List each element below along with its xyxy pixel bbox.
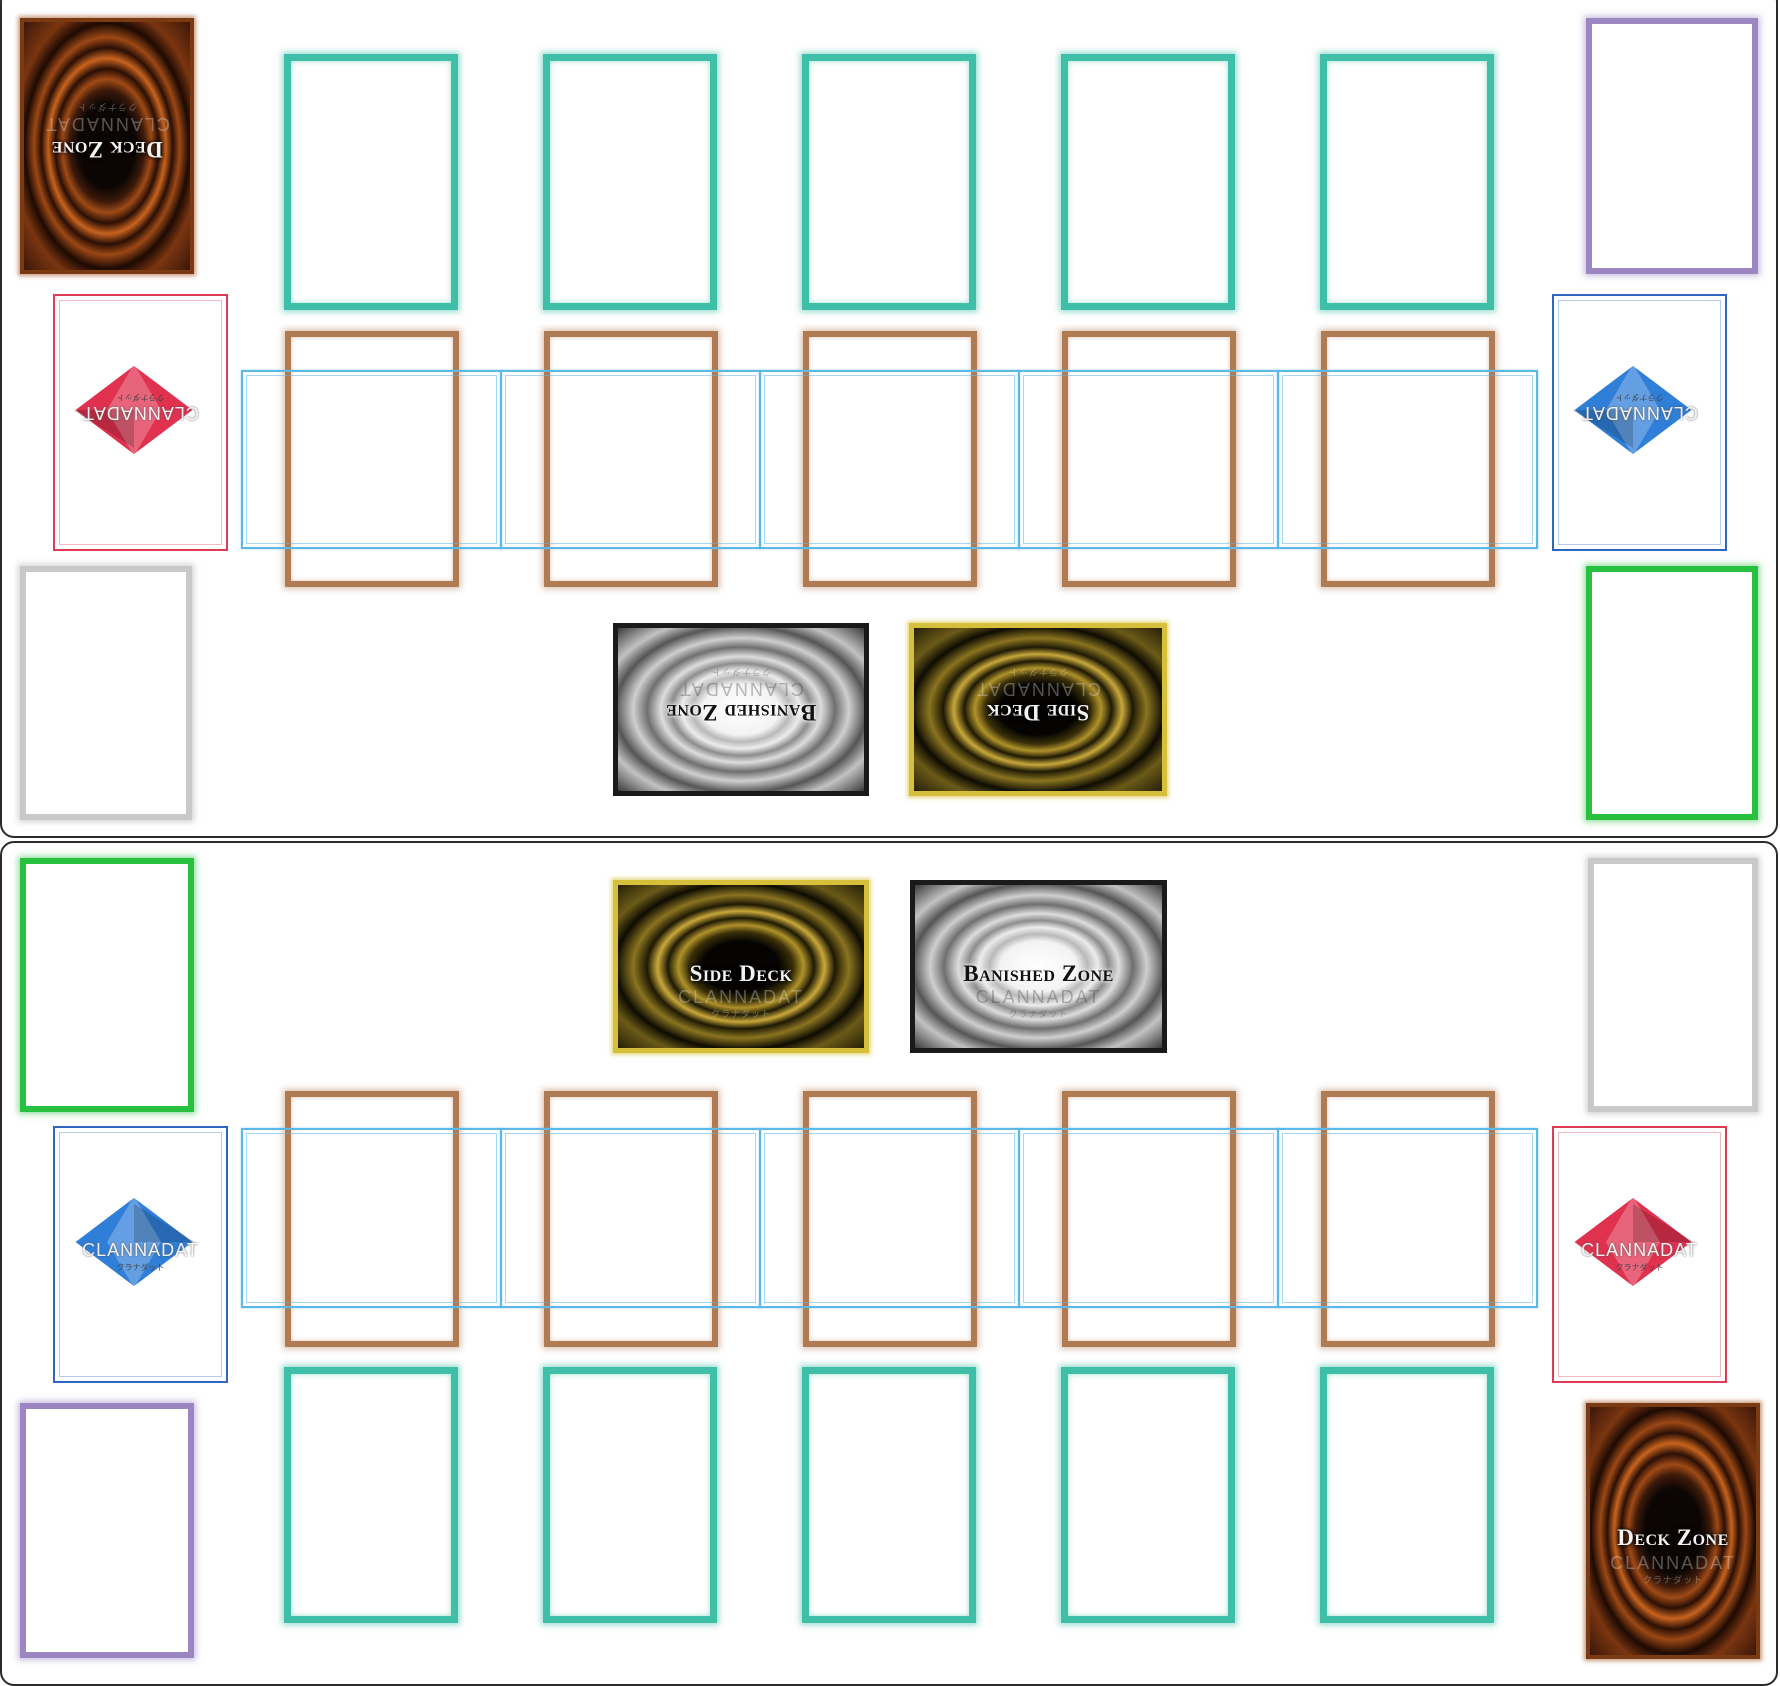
top-main-zone-4[interactable]: [1062, 331, 1236, 587]
top-field-zone[interactable]: [1586, 566, 1758, 820]
blue-gem-icon: [1570, 362, 1696, 458]
top-horizontal-zone-2[interactable]: [500, 370, 761, 549]
bottom-horizontal-zone-4[interactable]: [1018, 1128, 1279, 1308]
bottom-back-row-zone-1[interactable]: [284, 1367, 458, 1623]
top-main-zone-5[interactable]: [1321, 331, 1495, 587]
top-banished-zone-brand: CLANNADAT: [678, 679, 804, 699]
top-extra-deck-zone[interactable]: [1586, 18, 1758, 274]
bottom-deck-zone-brand: CLANNADAT: [1610, 1553, 1736, 1573]
top-main-zone-2[interactable]: [544, 331, 718, 587]
bottom-deck-zone[interactable]: Deck Zone CLANNADAT クラナダット: [1586, 1403, 1760, 1659]
top-horizontal-zone-3[interactable]: [759, 370, 1020, 549]
red-gem-icon: [71, 362, 197, 458]
bottom-horizontal-zone-3[interactable]: [759, 1128, 1020, 1308]
top-main-zone-3[interactable]: [803, 331, 977, 587]
bottom-horizontal-zone-2[interactable]: [500, 1128, 761, 1308]
bottom-pendulum-zone-right[interactable]: CLANNADAT クラナダット: [1552, 1126, 1727, 1383]
bottom-pendulum-right-brand-sub: クラナダット: [1615, 1263, 1664, 1272]
bottom-banished-zone-brand-sub: クラナダット: [1008, 1010, 1069, 1020]
top-pendulum-zone-right[interactable]: CLANNADAT クラナダット: [1552, 294, 1727, 551]
bottom-back-row-zone-5[interactable]: [1320, 1367, 1494, 1623]
top-back-row-zone-1[interactable]: [284, 54, 458, 310]
bottom-banished-zone[interactable]: Banished Zone CLANNADAT クラナダット: [910, 880, 1167, 1053]
top-banished-zone-brand-sub: クラナダット: [711, 666, 772, 676]
top-pendulum-left-brand: CLANNADAT: [82, 403, 199, 423]
bottom-horizontal-zone-5[interactable]: [1277, 1128, 1538, 1308]
top-main-zone-1[interactable]: [285, 331, 459, 587]
bottom-back-row-zone-4[interactable]: [1061, 1367, 1235, 1623]
top-deck-zone-brand-sub: クラナダット: [77, 101, 138, 111]
top-banished-zone-label: Banished Zone: [665, 700, 817, 725]
bottom-side-deck-zone[interactable]: Side Deck CLANNADAT クラナダット: [613, 880, 869, 1053]
bottom-side-deck-brand: CLANNADAT: [678, 987, 804, 1007]
top-deck-zone-label: Deck Zone: [51, 137, 163, 162]
bottom-deck-zone-brand-sub: クラナダット: [1642, 1576, 1703, 1586]
bottom-horizontal-zone-1[interactable]: [241, 1128, 502, 1308]
top-side-deck-brand-sub: クラナダット: [1008, 666, 1069, 676]
bottom-graveyard-zone[interactable]: [1588, 858, 1758, 1112]
bottom-extra-deck-zone[interactable]: [20, 1403, 194, 1658]
top-deck-zone-brand: CLANNADAT: [44, 114, 170, 134]
bottom-banished-zone-label: Banished Zone: [963, 961, 1114, 986]
top-back-row-zone-4[interactable]: [1061, 54, 1235, 310]
top-horizontal-zone-1[interactable]: [241, 370, 502, 549]
top-horizontal-zone-4[interactable]: [1018, 370, 1279, 549]
bottom-pendulum-zone-left[interactable]: CLANNADAT クラナダット: [53, 1126, 228, 1383]
top-pendulum-left-brand-sub: クラナダット: [116, 393, 165, 402]
bottom-pendulum-right-brand: CLANNADAT: [1581, 1240, 1698, 1260]
top-pendulum-right-brand: CLANNADAT: [1581, 403, 1698, 423]
top-pendulum-zone-left[interactable]: CLANNADAT クラナダット: [53, 294, 228, 551]
bottom-side-deck-label: Side Deck: [689, 961, 793, 986]
top-back-row-zone-3[interactable]: [802, 54, 976, 310]
bottom-field-zone[interactable]: [20, 858, 194, 1112]
bottom-banished-zone-brand: CLANNADAT: [975, 987, 1102, 1007]
red-gem-icon: [1570, 1194, 1696, 1290]
bottom-back-row-zone-2[interactable]: [543, 1367, 717, 1623]
top-side-deck-brand: CLANNADAT: [975, 679, 1101, 699]
bottom-deck-zone-label: Deck Zone: [1617, 1525, 1729, 1550]
top-side-deck-zone[interactable]: Side Deck CLANNADAT クラナダット: [909, 623, 1167, 796]
top-horizontal-zone-5[interactable]: [1277, 370, 1538, 549]
top-graveyard-zone[interactable]: [20, 566, 192, 820]
top-pendulum-right-brand-sub: クラナダット: [1615, 393, 1664, 402]
blue-gem-icon: [71, 1194, 197, 1290]
top-deck-zone[interactable]: Deck Zone CLANNADAT クラナダット: [20, 18, 194, 274]
top-back-row-zone-2[interactable]: [543, 54, 717, 310]
bottom-side-deck-brand-sub: クラナダット: [710, 1010, 771, 1020]
top-side-deck-label: Side Deck: [986, 700, 1090, 725]
bottom-pendulum-left-brand-sub: クラナダット: [116, 1263, 165, 1272]
top-banished-zone[interactable]: Banished Zone CLANNADAT クラナダット: [613, 623, 869, 796]
bottom-pendulum-left-brand: CLANNADAT: [82, 1240, 199, 1260]
bottom-back-row-zone-3[interactable]: [802, 1367, 976, 1623]
top-back-row-zone-5[interactable]: [1320, 54, 1494, 310]
